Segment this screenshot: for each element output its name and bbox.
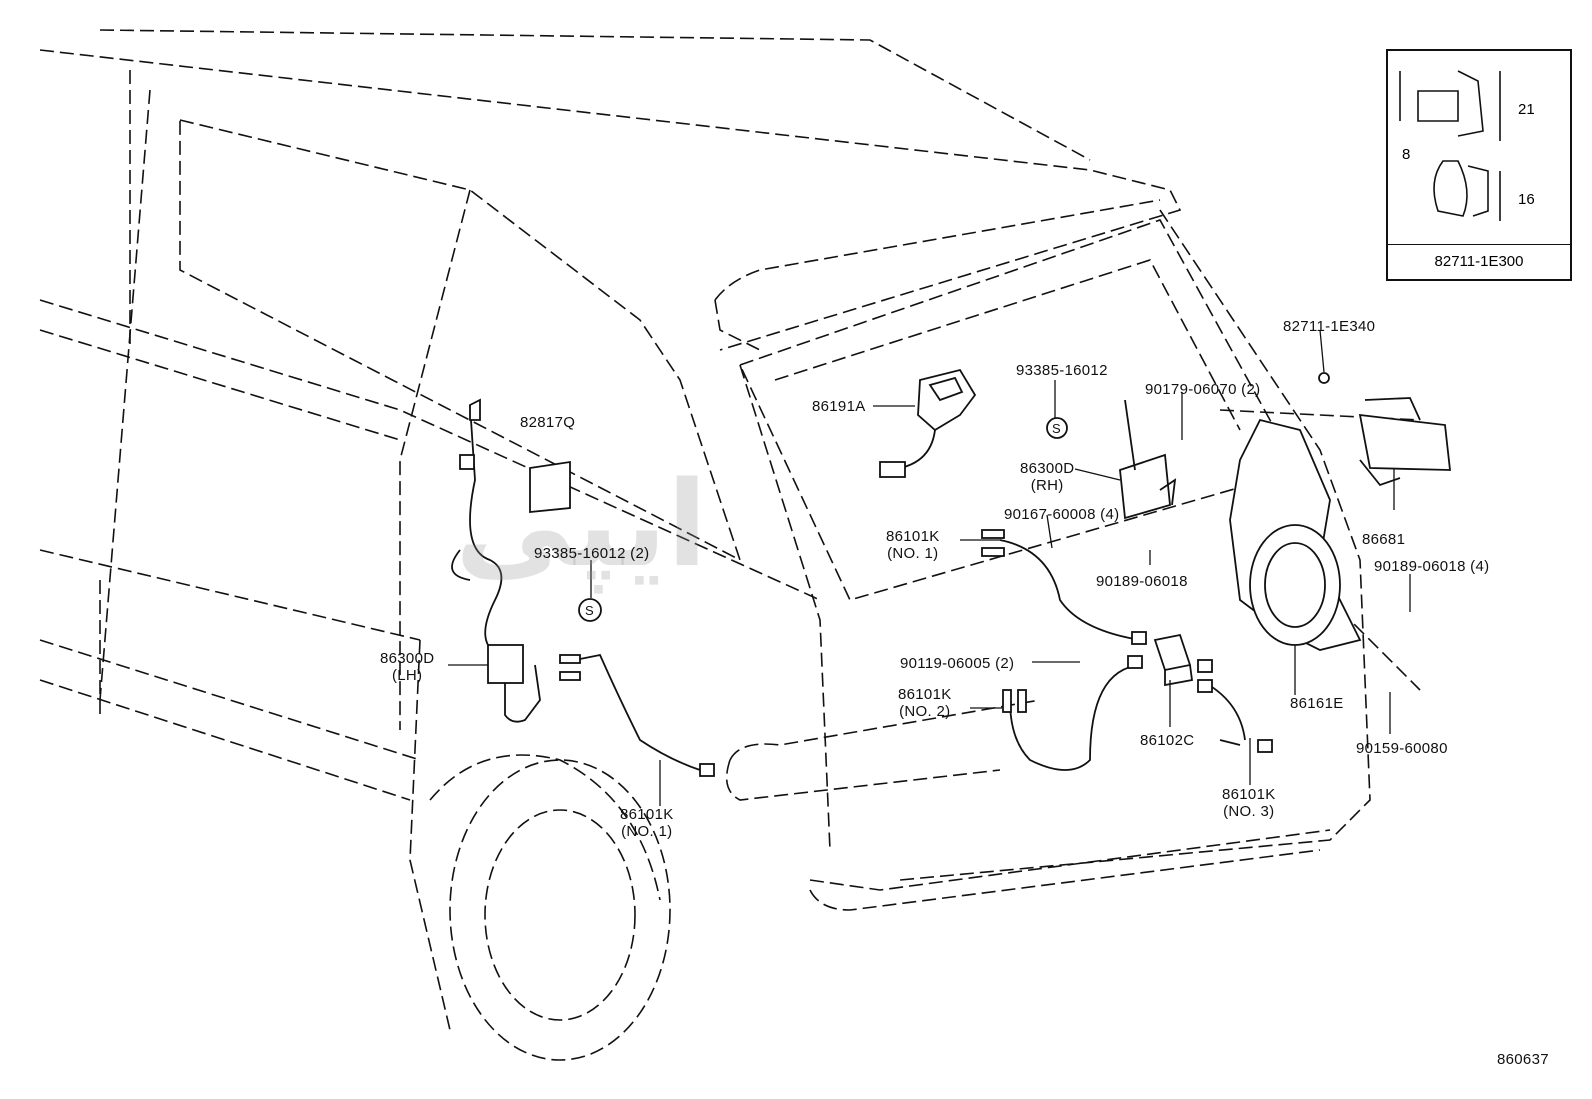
watermark-text: ايپى (455, 455, 708, 593)
label-90159-60080: 90159-60080 (1356, 740, 1448, 757)
label-86101K-no2-number: 86101K (898, 686, 952, 703)
label-93385-16012-lh: 93385-16012 (2) (534, 545, 650, 562)
label-86101K-no3: 86101K (NO. 3) (1222, 786, 1276, 820)
label-86191A: 86191A (812, 398, 866, 415)
parts-drawings (451, 368, 1452, 777)
label-86161E: 86161E (1290, 695, 1344, 712)
label-86101K-no1-rh-number: 86101K (886, 528, 940, 545)
label-86101K-no2: 86101K (NO. 2) (898, 686, 952, 720)
s-symbol-rh: S (1052, 421, 1061, 436)
label-86300D-lh-side: (LH) (391, 667, 423, 684)
clip-detail-drawing (1399, 70, 1501, 221)
label-86101K-no3-number: 86101K (1222, 786, 1276, 803)
label-86101K-no1-lh-index: (NO. 1) (621, 823, 673, 840)
label-86101K-no3-index: (NO. 3) (1223, 803, 1275, 820)
label-86102C: 86102C (1140, 732, 1195, 749)
label-86101K-no1-rh: 86101K (NO. 1) (886, 528, 940, 562)
label-90119-06005: 90119-06005 (2) (900, 655, 1015, 672)
label-86681: 86681 (1362, 531, 1406, 548)
label-86101K-no1-lh: 86101K (NO. 1) (620, 806, 674, 840)
label-86300D-lh-number: 86300D (380, 650, 435, 667)
label-93385-16012-top: 93385-16012 (1016, 362, 1108, 379)
label-86101K-no1-lh-number: 86101K (620, 806, 674, 823)
label-86101K-no1-rh-index: (NO. 1) (887, 545, 939, 562)
dim-16-label: 16 (1518, 191, 1535, 208)
label-90189-06018: 90189-06018 (1096, 573, 1188, 590)
dim-21-label: 21 (1518, 101, 1535, 118)
label-86300D-lh: 86300D (LH) (380, 650, 434, 684)
label-90179-06070: 90179-06070 (2) (1145, 381, 1261, 398)
dim-8-label: 8 (1402, 146, 1411, 163)
label-86300D-rh-side: (RH) (1030, 477, 1064, 494)
label-86300D-rh: 86300D (RH) (1020, 460, 1074, 494)
vehicle-outline (39, 29, 1421, 1061)
label-86101K-no2-index: (NO. 2) (899, 703, 951, 720)
inset-part-number: 82711-1E300 (1388, 244, 1570, 279)
clip-detail-inset: 21 16 8 82711-1E300 (1386, 49, 1572, 281)
s-symbol-lh: S (585, 603, 594, 618)
label-90189-06018-4: 90189-06018 (4) (1374, 558, 1490, 575)
label-82817Q: 82817Q (520, 414, 576, 431)
label-86300D-rh-number: 86300D (1020, 460, 1075, 477)
label-90167-60008: 90167-60008 (4) (1004, 506, 1120, 523)
label-82711-1E340: 82711-1E340 (1283, 318, 1376, 335)
figure-number: 860637 (1497, 1051, 1549, 1068)
leader-lines (448, 329, 1411, 806)
